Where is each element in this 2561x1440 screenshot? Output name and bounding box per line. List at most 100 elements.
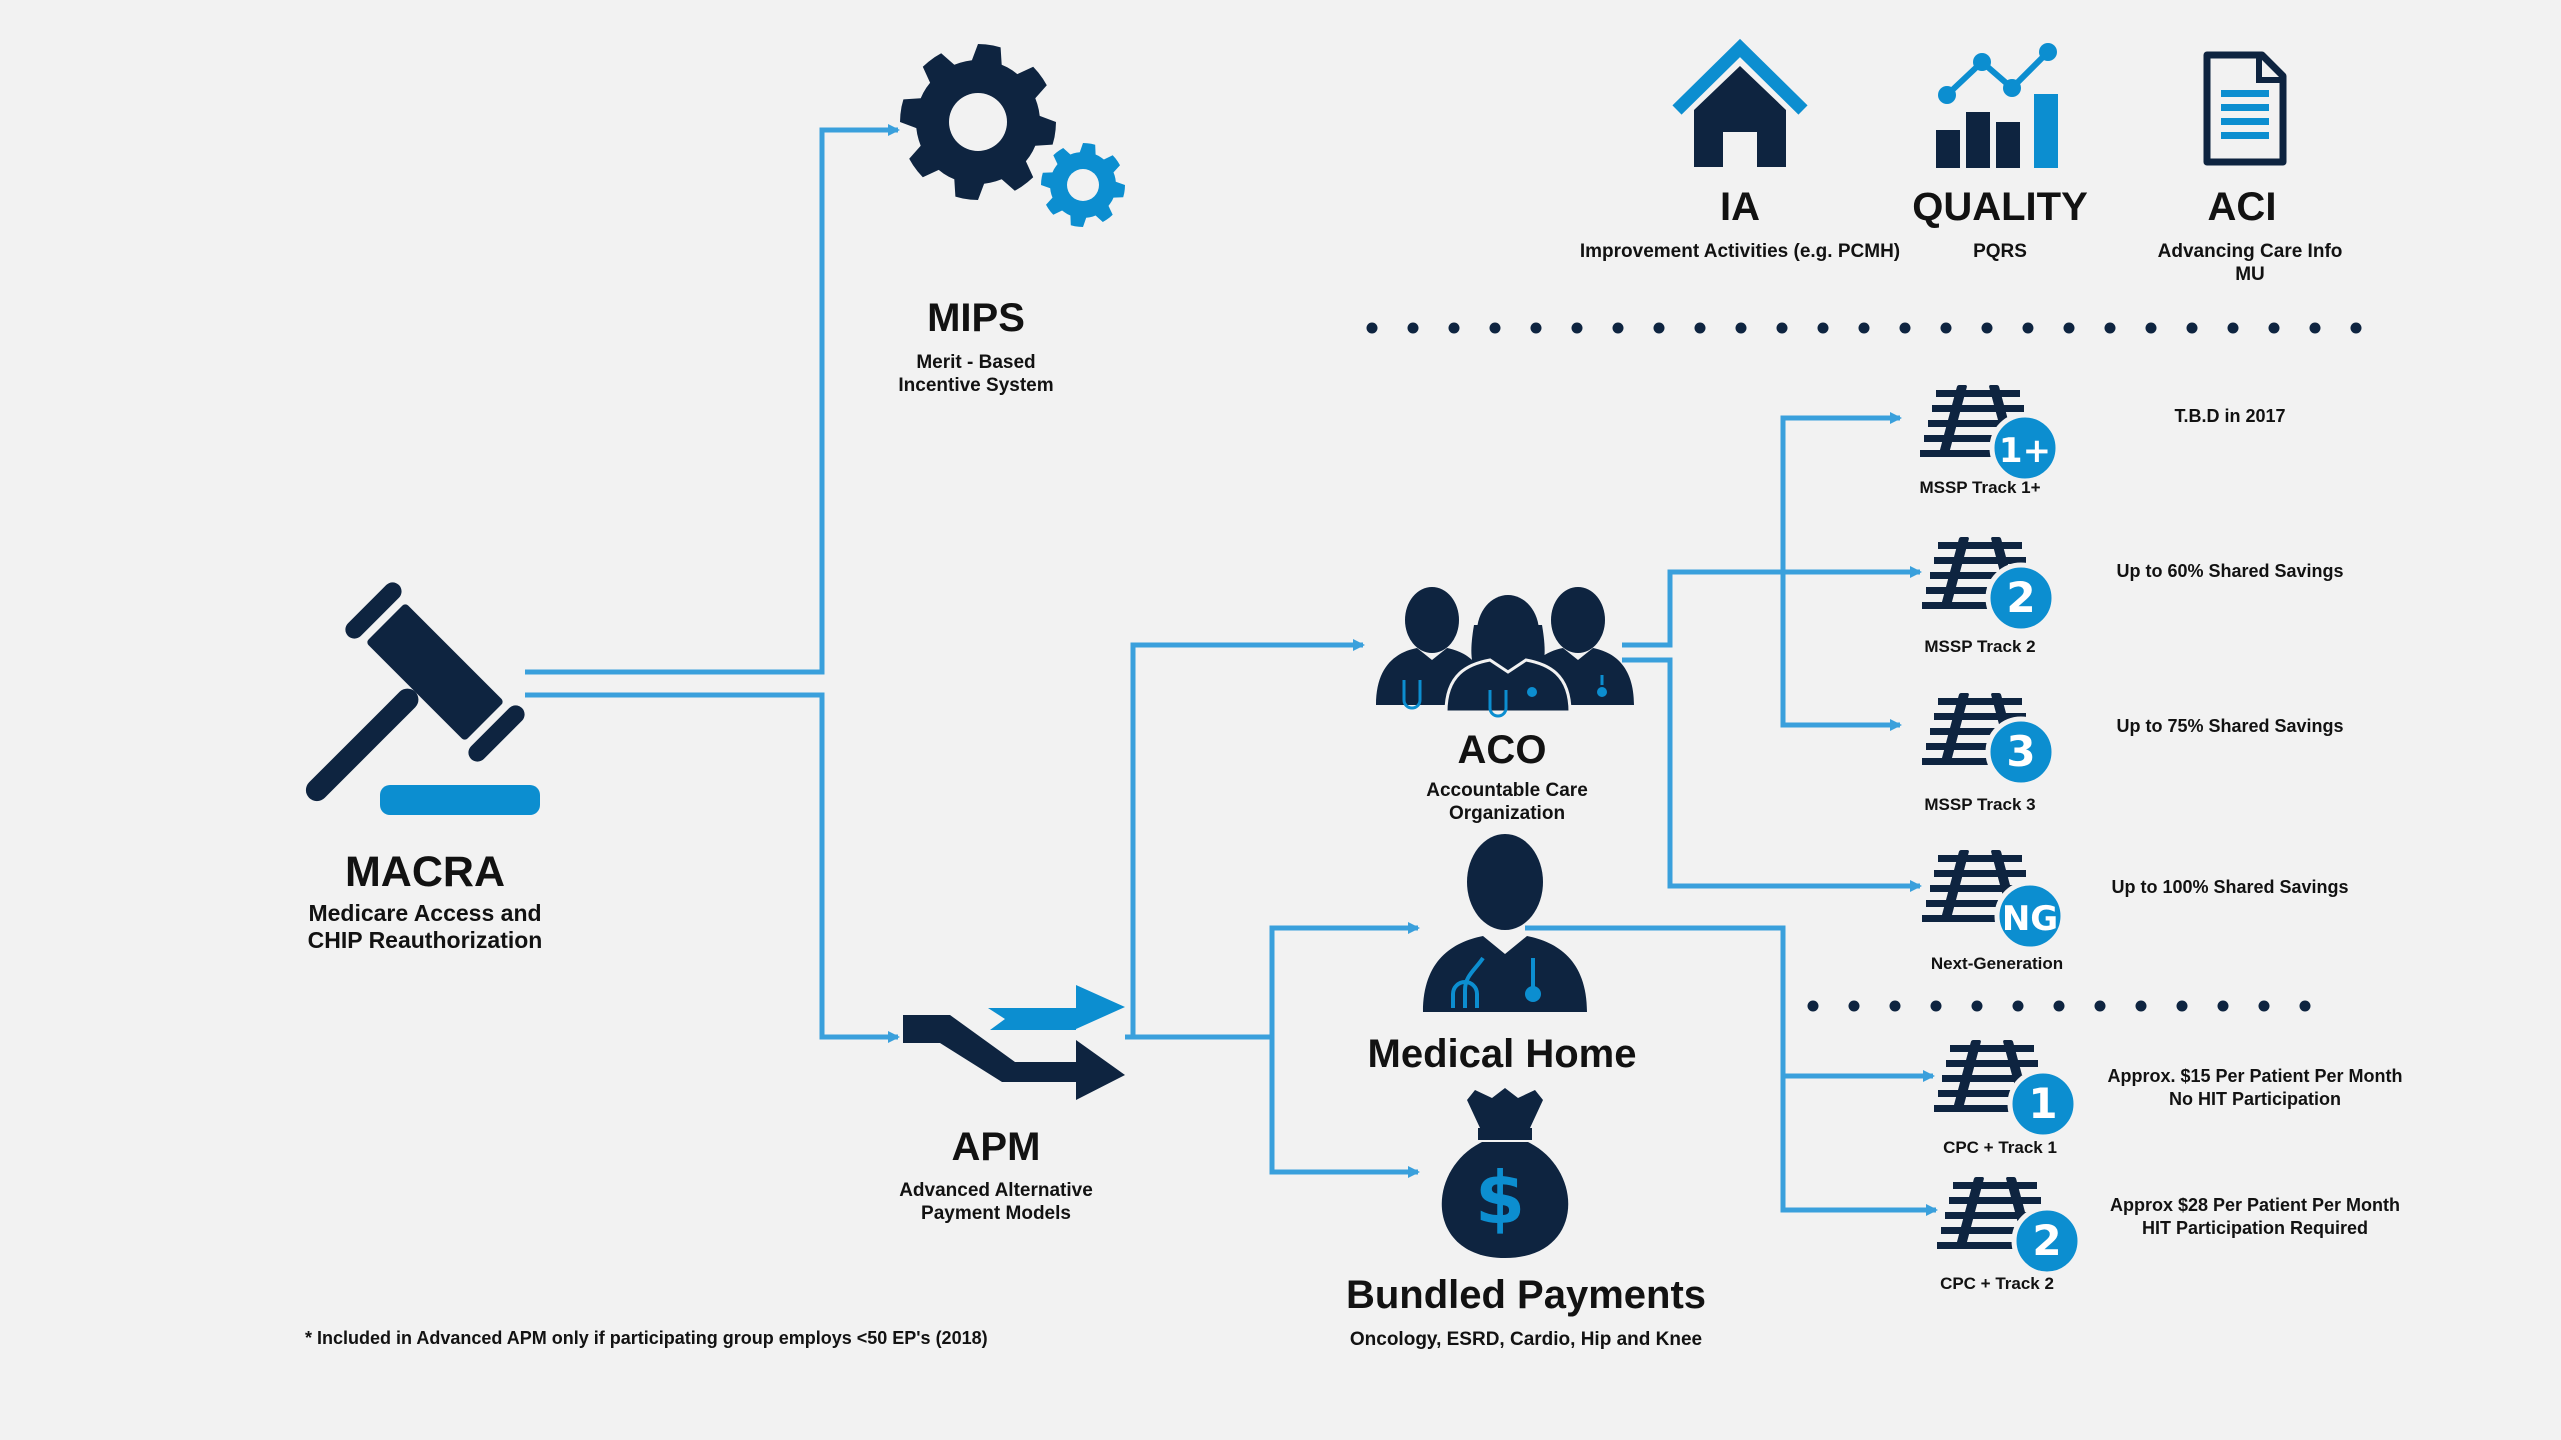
aco-subtitle: Accountable Care Organization — [1426, 780, 1588, 824]
separator-dot — [1981, 322, 1993, 334]
svg-text:2: 2 — [2006, 573, 2035, 622]
merge-arrows-icon — [903, 985, 1125, 1100]
separator-dot — [2104, 322, 2116, 334]
connector-aco-tracks-a — [1622, 412, 1902, 648]
doctor-icon — [1423, 834, 1587, 1012]
separator-dot — [2258, 1000, 2270, 1012]
svg-text:2: 2 — [2032, 1216, 2061, 1265]
category-ia-subtitle: Improvement Activities (e.g. PCMH) — [1579, 241, 1901, 262]
track-badge: 2 — [2011, 1205, 2083, 1277]
track-note: Approx $28 Per Patient Per Month HIT Par… — [2109, 1195, 2401, 1238]
track-badge: 3 — [1985, 716, 2057, 788]
svg-text:NG: NG — [2002, 899, 2058, 939]
separator-dot — [1366, 322, 1378, 334]
separator-dot — [1653, 322, 1665, 334]
connector-hub-medical-home — [1269, 922, 1420, 1037]
track-note: Up to 60% Shared Savings — [2116, 561, 2344, 581]
track-note: Approx. $15 Per Patient Per Month No HIT… — [2107, 1066, 2403, 1109]
separator-dot — [2227, 322, 2239, 334]
connector-apm-aco — [1125, 639, 1365, 1040]
separator-dot — [1448, 322, 1460, 334]
separator-dot — [2053, 1000, 2065, 1012]
separator-dot — [2094, 1000, 2106, 1012]
separator-dot — [1848, 1000, 1860, 1012]
track-badge: 1+ — [1989, 412, 2061, 484]
track-label: MSSP Track 1+ — [1919, 478, 2041, 497]
track-label: MSSP Track 2 — [1924, 637, 2036, 656]
separator-dot — [1858, 322, 1870, 334]
tracks-group: 1+ 2 3NG 1 2 — [1920, 385, 2083, 1277]
separator-dot — [1571, 322, 1583, 334]
bundled-payments-subtitle: Oncology, ESRD, Cardio, Hip and Knee — [1349, 1329, 1703, 1350]
aco-title: ACO — [1457, 728, 1547, 772]
medical-home-title: Medical Home — [1367, 1032, 1637, 1076]
separator-dot — [2309, 322, 2321, 334]
macra-title: MACRA — [344, 848, 506, 896]
svg-text:1+: 1+ — [1999, 431, 2051, 471]
connector-macra-mips — [525, 124, 900, 675]
separator-dot — [2299, 1000, 2311, 1012]
dotted-separator-middle — [1807, 1000, 2311, 1012]
apm-title: APM — [951, 1125, 1041, 1169]
separator-dot — [2063, 322, 2075, 334]
gavel-icon — [305, 582, 540, 815]
track-note: T.B.D in 2017 — [2174, 406, 2286, 426]
separator-dot — [1940, 322, 1952, 334]
separator-dot — [2022, 322, 2034, 334]
separator-dot — [2135, 1000, 2147, 1012]
separator-dot — [2350, 322, 2362, 334]
separator-dot — [1735, 322, 1747, 334]
track-label: CPC + Track 2 — [1940, 1274, 2054, 1293]
category-quality-subtitle: PQRS — [1973, 241, 2027, 262]
separator-dot — [1489, 322, 1501, 334]
doctors-group-icon — [1376, 587, 1634, 718]
separator-dot — [2012, 1000, 2024, 1012]
connector-macra-apm — [525, 692, 900, 1043]
bundled-payments-title: Bundled Payments — [1345, 1273, 1707, 1317]
separator-dot — [1776, 322, 1788, 334]
separator-dot — [1807, 1000, 1819, 1012]
mips-subtitle: Merit - Based Incentive System — [898, 352, 1054, 396]
connector-cpc2 — [1780, 1076, 1938, 1216]
category-quality-title: QUALITY — [1912, 185, 2088, 229]
track-note: Up to 75% Shared Savings — [2116, 716, 2344, 736]
category-ia-title: IA — [1720, 185, 1760, 229]
connector-aco-track3 — [1780, 572, 1902, 731]
svg-text:$: $ — [1475, 1156, 1525, 1240]
separator-dot — [1612, 322, 1624, 334]
gears-icon — [900, 44, 1125, 227]
separator-dot — [2176, 1000, 2188, 1012]
connector-medhome-cpc — [1525, 925, 1935, 1082]
track-label: CPC + Track 1 — [1943, 1138, 2057, 1157]
category-aci-title: ACI — [2207, 185, 2277, 229]
separator-dot — [1694, 322, 1706, 334]
connector-aco-ng — [1622, 657, 1922, 892]
connector-hub-bundled — [1269, 1037, 1420, 1178]
apm-subtitle: Advanced Alternative Payment Models — [899, 1180, 1093, 1224]
track-label: Next-Generation — [1930, 954, 2064, 973]
track-badge: 2 — [1985, 562, 2057, 634]
separator-dot — [1930, 1000, 1942, 1012]
separator-dot — [1530, 322, 1542, 334]
separator-dot — [2145, 322, 2157, 334]
svg-text:3: 3 — [2006, 727, 2035, 776]
mips-title: MIPS — [927, 296, 1025, 340]
track-note: Up to 100% Shared Savings — [2111, 877, 2349, 897]
separator-dot — [1817, 322, 1829, 334]
footnote: * Included in Advanced APM only if parti… — [305, 1328, 988, 1348]
track-label: MSSP Track 3 — [1924, 795, 2036, 814]
separator-dot — [2268, 322, 2280, 334]
separator-dot — [2217, 1000, 2229, 1012]
track-badge: 1 — [2007, 1068, 2079, 1140]
document-icon — [2203, 51, 2287, 166]
dotted-separator-top — [1366, 322, 2362, 334]
category-aci-subtitle: Advancing Care Info MU — [2157, 241, 2343, 285]
money-bag-icon: $ — [1441, 1088, 1569, 1258]
svg-text:1: 1 — [2028, 1079, 2057, 1128]
house-icon — [1672, 38, 1808, 167]
separator-dot — [1407, 322, 1419, 334]
connectors — [525, 124, 1938, 1216]
macra-subtitle: Medicare Access and CHIP Reauthorization — [307, 900, 543, 953]
